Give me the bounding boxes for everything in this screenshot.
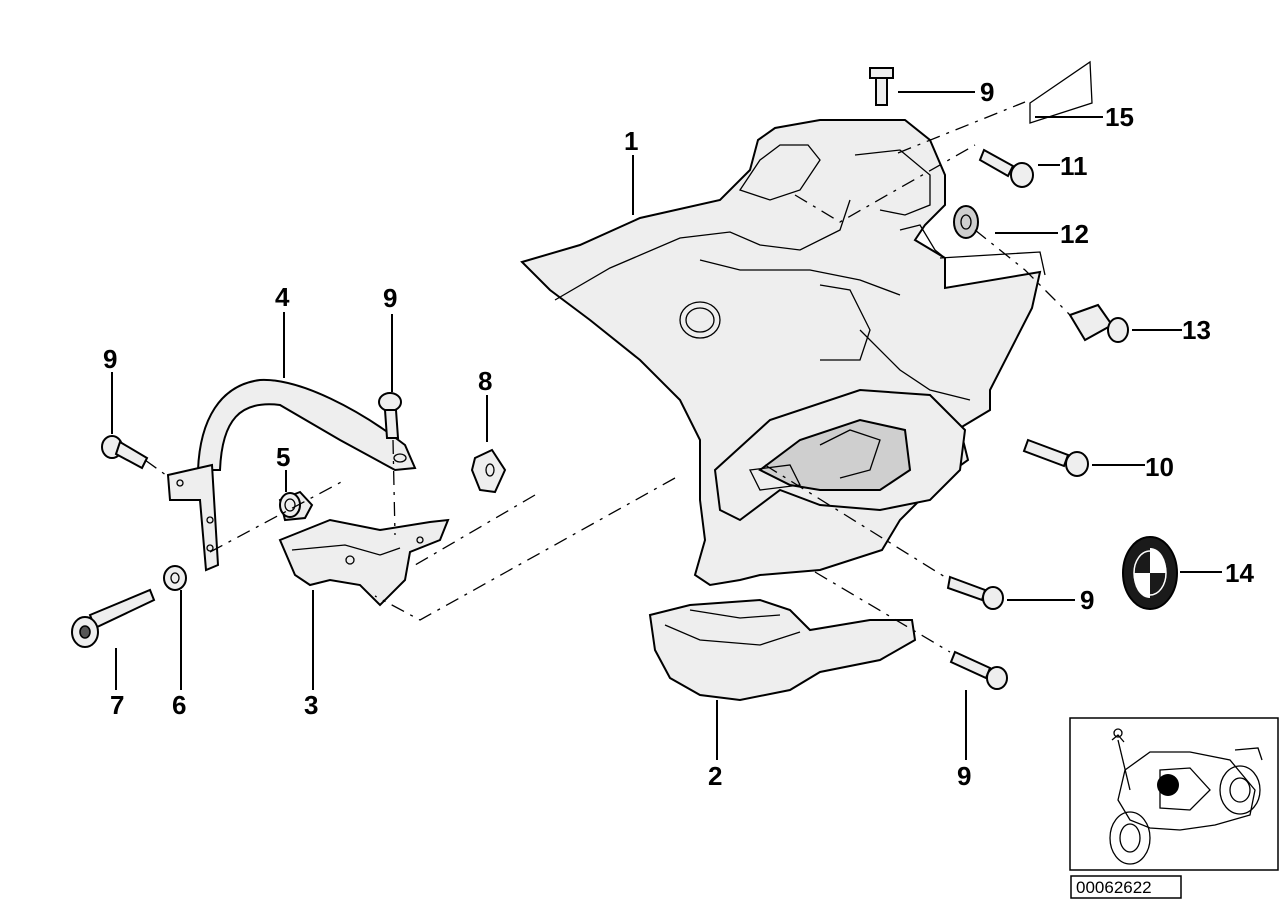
bracket-part-3 [278,518,450,607]
emblem-badge [1122,536,1178,610]
callout-7: 7 [110,690,124,720]
tube-bracket [166,378,417,572]
callout-5: 5 [276,442,290,472]
callout-10: 10 [1145,452,1174,482]
rubber-washer [953,205,979,239]
long-bolt [71,588,156,648]
callout-2: 2 [708,761,722,791]
callout-14: 14 [1225,558,1254,588]
screw-top [869,67,894,106]
callout-9-right-mid: 9 [1080,585,1094,615]
washer [163,565,187,591]
screw-right-mid [946,575,1004,610]
callout-1: 1 [624,126,638,156]
callout-9-left: 9 [103,344,117,374]
callout-12: 12 [1060,219,1089,249]
callout-4: 4 [275,282,290,312]
bolt-part-11 [978,148,1034,188]
lower-cover [648,598,917,702]
callout-11: 11 [1060,151,1088,181]
leader-lines [111,91,1222,760]
expansion-rivet [1068,303,1129,343]
screw-right-low [949,650,1008,690]
part-number: 00062622 [1076,878,1152,897]
screw-bracket [378,392,402,439]
callout-15: 15 [1105,102,1134,132]
callout-3: 3 [304,690,318,720]
assembly-lines [144,101,1071,653]
callout-8: 8 [478,366,492,396]
flange-bolt [1022,438,1089,477]
clip-nut [470,448,507,494]
callout-9-bracket: 9 [383,283,397,313]
part-number-box: 00062622 [1070,875,1182,899]
motorcycle-thumbnail [1069,717,1279,871]
label-sticker [1029,60,1093,124]
callout-6: 6 [172,690,186,720]
screw-left [101,435,149,470]
callout-9-top: 9 [980,77,994,107]
inner-trim-panel [520,119,1046,587]
callouts: 1 2 3 4 5 6 7 8 9 9 9 9 9 10 11 12 13 14… [103,77,1254,791]
callout-9-right-low: 9 [957,761,971,791]
callout-13: 13 [1182,315,1211,345]
